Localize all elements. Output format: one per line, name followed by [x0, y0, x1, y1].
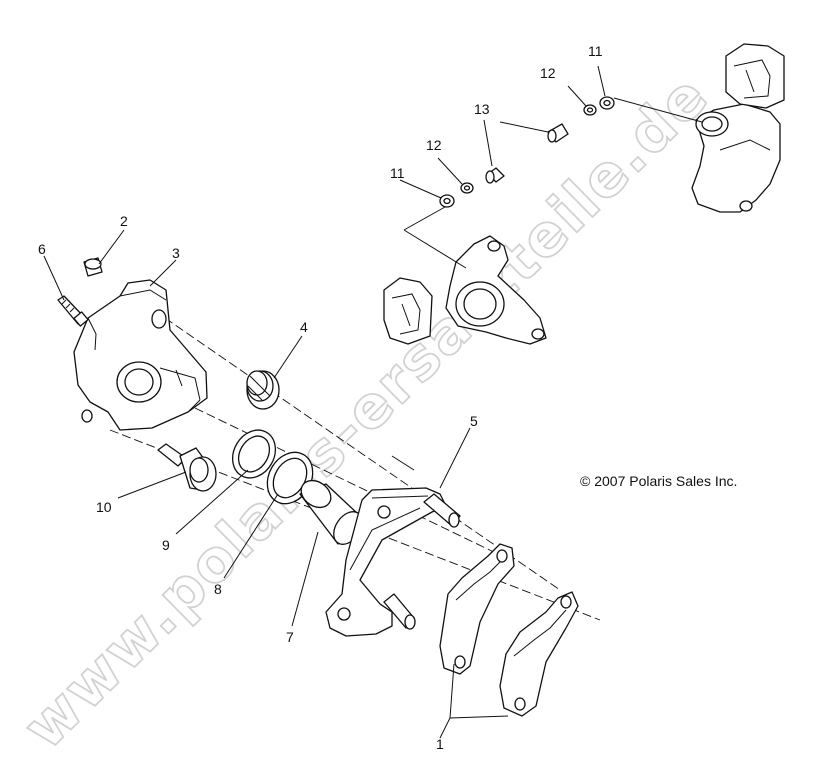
callout-label-2: 2 [120, 213, 128, 229]
callout-label-4: 4 [300, 319, 308, 335]
callout-label-7: 7 [286, 629, 294, 645]
caliper-bracket [325, 455, 461, 637]
slide-pin-boot [246, 370, 280, 410]
callout-label-5: 5 [470, 413, 478, 429]
bolt-13-lower [485, 167, 505, 184]
caliper-piston [299, 479, 363, 545]
brake-pad-inner [439, 543, 515, 675]
bleeder-screw [57, 295, 89, 327]
callout-label-3: 3 [172, 245, 180, 261]
callout-label-1: 1 [436, 736, 444, 752]
bleeder-cap [83, 257, 103, 277]
knuckle-assembly-rear [691, 43, 785, 213]
brake-pad-outer [499, 591, 579, 717]
washer-11-lower [439, 194, 455, 208]
callout-label-11-lower: 11 [390, 165, 405, 181]
callout-label-6: 6 [38, 241, 46, 257]
copyright-notice: © 2007 Polaris Sales Inc. [580, 473, 737, 489]
slide-pin-with-boot [157, 443, 217, 492]
callout-label-12-lower: 12 [426, 137, 442, 153]
piston-seal-ring [231, 429, 277, 479]
callout-label-9: 9 [162, 537, 170, 553]
bolt-13-upper [547, 123, 569, 143]
callout-leader-lines [43, 65, 703, 739]
callout-label-13: 13 [474, 101, 490, 117]
callout-label-11-upper: 11 [588, 43, 603, 59]
lock-washer-12-upper [583, 104, 597, 116]
callout-label-12-upper: 12 [540, 65, 556, 81]
callout-label-8: 8 [214, 581, 222, 597]
lock-washer-12-lower [460, 182, 474, 194]
caliper-body [73, 279, 208, 431]
callout-label-10: 10 [96, 499, 112, 515]
callout-labels: 1 2 3 4 5 6 7 8 9 10 11 11 12 12 13 [38, 43, 603, 752]
knuckle-assembly-front [383, 235, 547, 345]
washer-11-upper [599, 96, 615, 110]
